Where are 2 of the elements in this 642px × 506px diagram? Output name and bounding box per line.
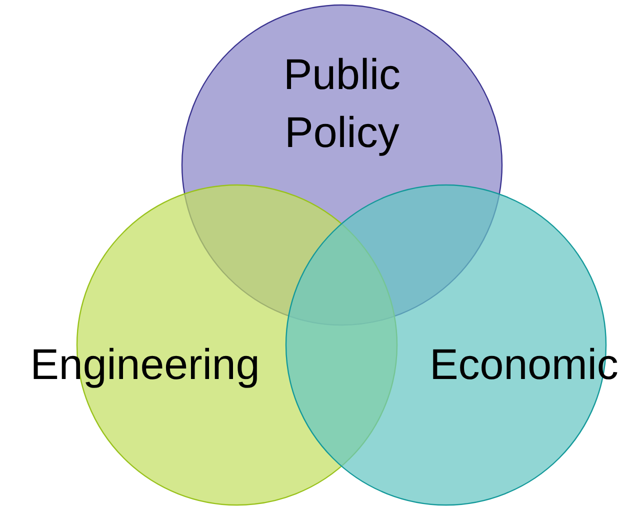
circle-label: Engineering	[29, 340, 261, 391]
circle-label: Public Policy	[282, 50, 402, 159]
